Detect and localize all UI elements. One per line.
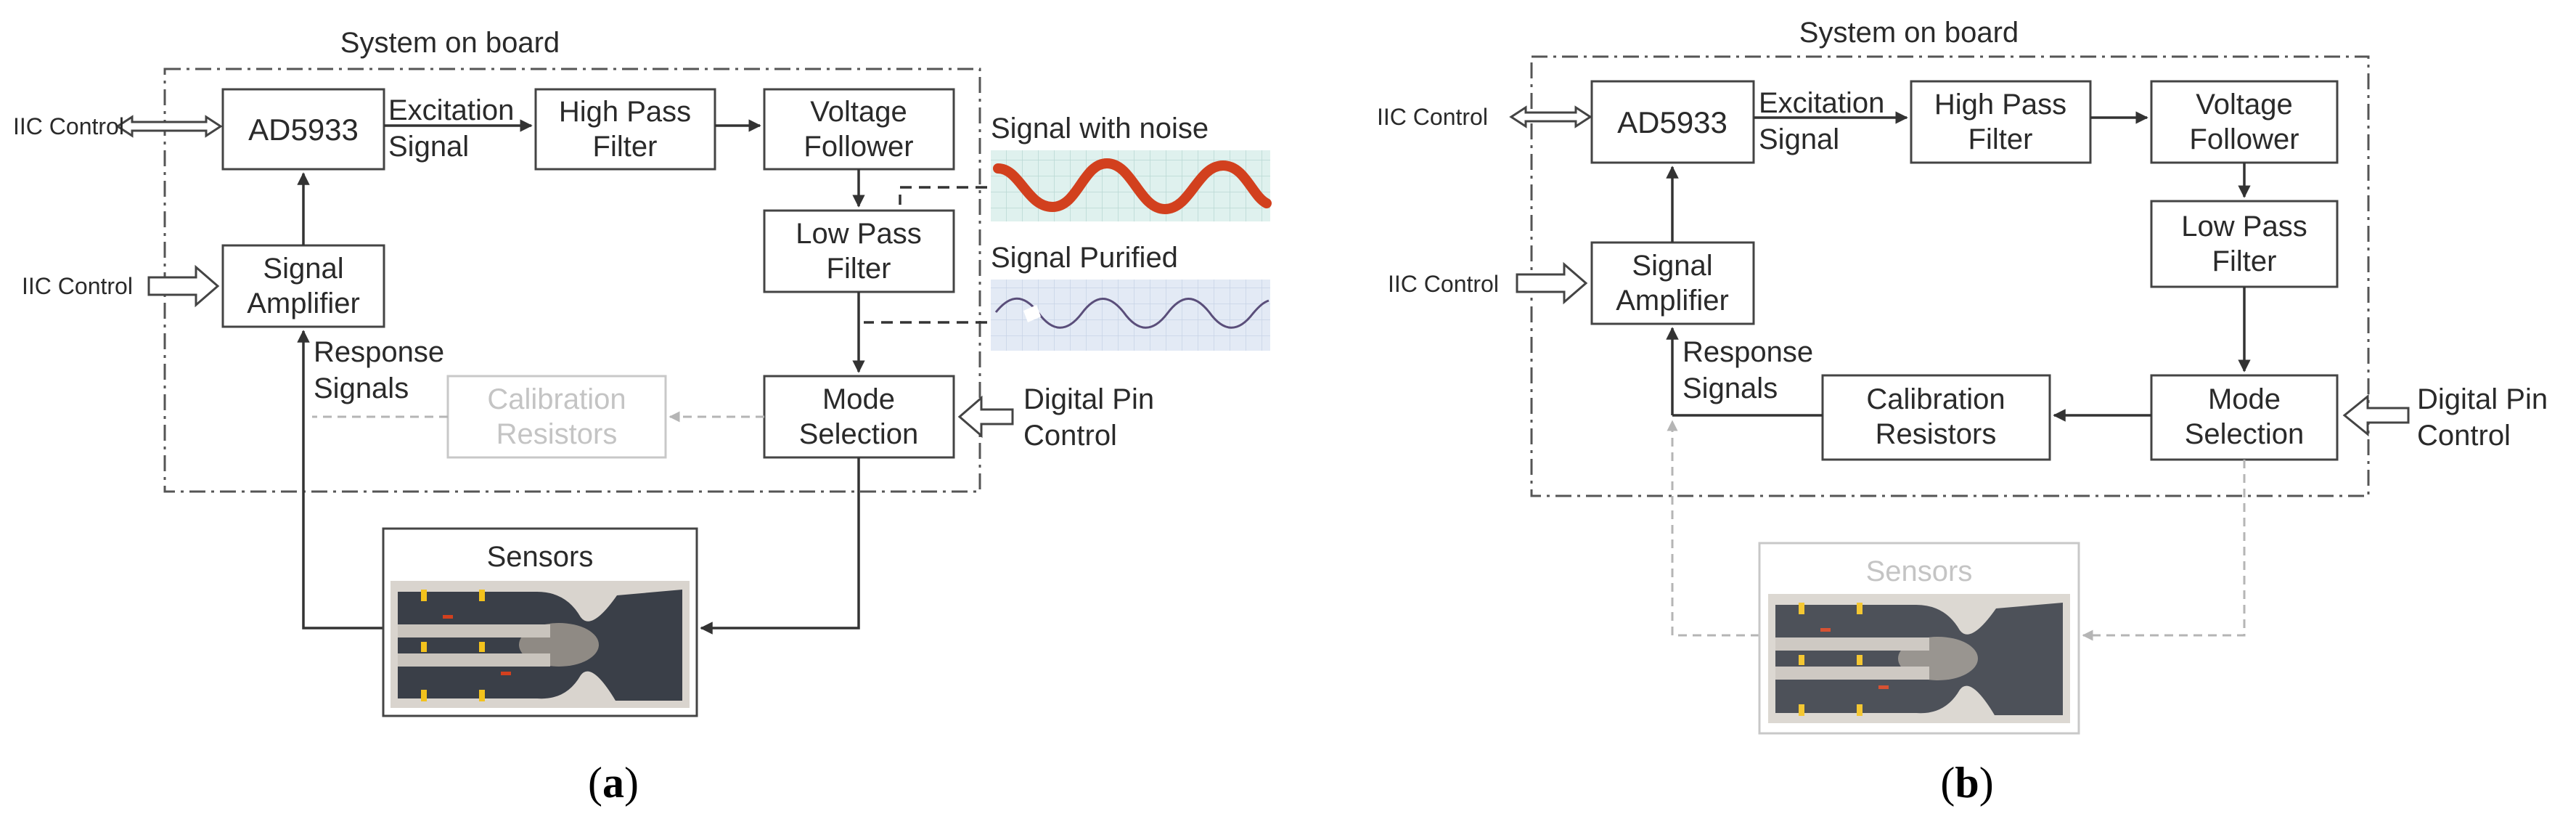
ad5933-block: [221, 88, 385, 171]
high-pass-filter-block: [534, 88, 716, 171]
amp-label-2-b: Amplifier: [1616, 285, 1729, 317]
sensor-photo: [391, 581, 690, 708]
caption-b: (b): [1940, 759, 1993, 807]
dashed-link-noise: [899, 186, 987, 205]
wire-sensors-to-amp-b: [1667, 420, 1759, 637]
digital-pin-label-2: Control: [1023, 420, 1117, 452]
sensors-label-b: Sensors: [1866, 555, 1973, 587]
iic-input-arrow: [147, 264, 220, 308]
caption-a: (a): [588, 759, 639, 807]
panel-a: System on board AD5933 High Pass Filter …: [13, 27, 1272, 807]
wire-mode-to-sensors: [700, 457, 860, 635]
lpf-label-1: Low Pass: [796, 218, 921, 250]
calibration-resistors-block: [446, 375, 667, 459]
ad5933-block-b: [1590, 80, 1755, 164]
caption-b-letter: b: [1955, 759, 1979, 807]
voltage-follower-block-b: [2150, 80, 2339, 164]
signal-amplifier-block-b: [1590, 241, 1755, 325]
signal-noise-label: Signal with noise: [991, 113, 1209, 144]
lpf-label-1-b: Low Pass: [2181, 211, 2307, 243]
digital-pin-label-1-b: Digital Pin: [2417, 383, 2548, 415]
vf-label-2-b: Follower: [2189, 123, 2299, 155]
vf-label-2: Follower: [804, 131, 913, 163]
board-title: System on board: [340, 27, 560, 59]
vf-label-1: Voltage: [810, 96, 907, 128]
mode-selection-block-b: [2150, 374, 2339, 461]
hpf-label-2: Filter: [593, 131, 658, 163]
hpf-label-1: High Pass: [559, 96, 691, 128]
panel-b: System on board AD5933 High Pass Filter …: [1377, 17, 2548, 807]
iic-bidirectional-arrow-b: [1509, 105, 1592, 129]
mode-label-2: Selection: [799, 418, 919, 450]
iic-bidirectional-arrow: [115, 115, 223, 138]
purified-signal-image: [991, 280, 1270, 351]
lpf-label-2: Filter: [827, 253, 891, 285]
hpf-label-2-b: Filter: [1968, 123, 2033, 155]
amp-label-1-b: Signal: [1632, 250, 1712, 282]
digital-pin-label-2-b: Control: [2417, 420, 2511, 452]
excitation-label-1: Excitation: [388, 94, 514, 126]
sensors-label: Sensors: [487, 541, 594, 573]
cal-label-1-b: Calibration: [1866, 383, 2005, 415]
ad5933-label: AD5933: [248, 113, 359, 147]
iic-control-bottom-label-b: IIC Control: [1388, 271, 1499, 297]
mode-label-2-b: Selection: [2185, 418, 2305, 450]
calibration-resistors-block-b: [1821, 374, 2051, 461]
response-label-2-b: Signals: [1682, 372, 1778, 404]
excitation-label-2-b: Signal: [1759, 123, 1839, 155]
mode-selection-block: [763, 375, 955, 459]
board-title-b: System on board: [1799, 17, 2019, 49]
iic-control-top-label-b: IIC Control: [1377, 104, 1488, 130]
hpf-label-1-b: High Pass: [1934, 89, 2066, 121]
wire-sensors-to-amp: [297, 330, 383, 630]
amp-label-1: Signal: [263, 253, 343, 285]
iic-control-top-label: IIC Control: [13, 113, 124, 139]
digital-pin-arrow-b: [2342, 394, 2410, 437]
cal-label-2-b: Resistors: [1876, 418, 1997, 450]
lpf-label-2-b: Filter: [2212, 245, 2277, 277]
ad5933-label-b: AD5933: [1617, 105, 1727, 139]
iic-input-arrow-b: [1516, 261, 1588, 305]
excitation-label-1-b: Excitation: [1759, 87, 1884, 119]
iic-control-bottom-label: IIC Control: [22, 273, 133, 299]
digital-pin-label-1: Digital Pin: [1023, 383, 1154, 415]
low-pass-filter-block-b: [2150, 200, 2339, 288]
digital-pin-arrow: [957, 395, 1014, 439]
vf-label-1-b: Voltage: [2196, 89, 2292, 121]
low-pass-filter-block: [763, 209, 955, 293]
cal-label-2: Resistors: [496, 418, 618, 450]
amp-label-2: Amplifier: [247, 288, 360, 319]
noisy-signal-image: [991, 150, 1272, 221]
sensor-photo-b: [1768, 594, 2070, 723]
wire-mode-to-sensors-b: [2082, 460, 2246, 641]
response-label-1: Response: [314, 336, 444, 368]
mode-label-1: Mode: [822, 383, 895, 415]
signal-purified-label: Signal Purified: [991, 242, 1178, 274]
response-label-2: Signals: [314, 372, 409, 404]
excitation-label-2: Signal: [388, 131, 469, 163]
high-pass-filter-block-b: [1910, 80, 2092, 164]
mode-label-1-b: Mode: [2208, 383, 2281, 415]
caption-a-letter: a: [602, 759, 624, 807]
response-label-1-b: Response: [1682, 336, 1813, 368]
cal-label-1: Calibration: [487, 383, 626, 415]
